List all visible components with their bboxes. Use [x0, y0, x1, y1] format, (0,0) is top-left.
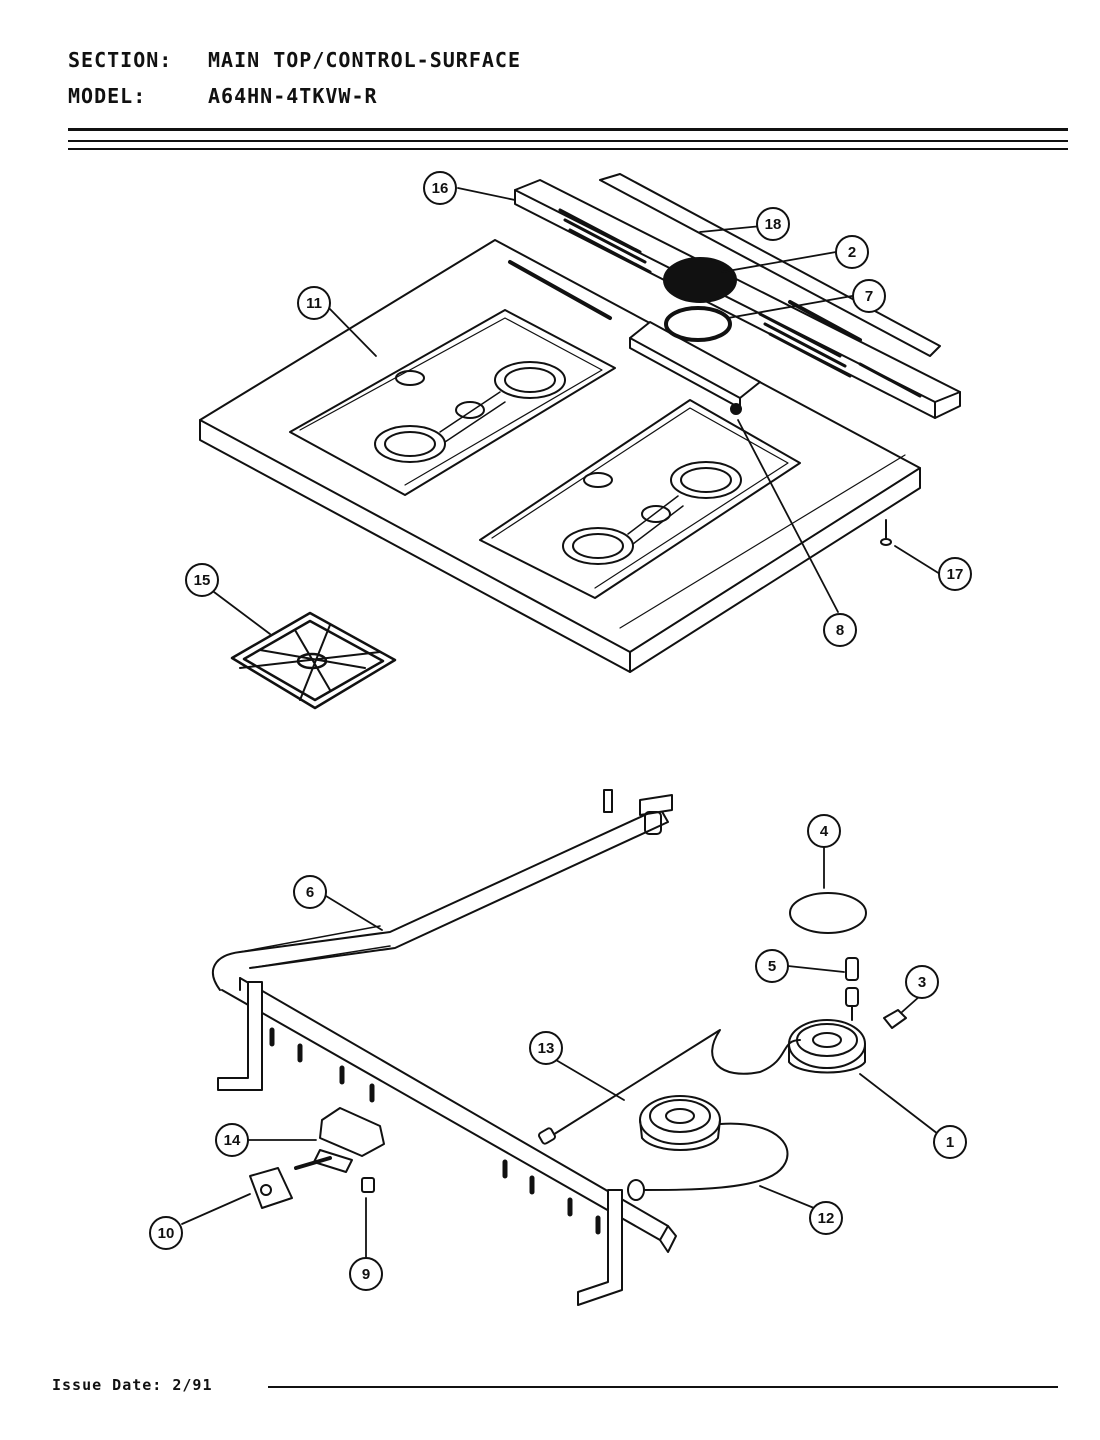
- model-label: MODEL:: [68, 84, 147, 108]
- callout-7: 7: [852, 279, 886, 313]
- burner-grate: [230, 611, 397, 710]
- footer-rule: [268, 1386, 1058, 1388]
- callout-5: 5: [755, 949, 789, 983]
- callout-10: 10: [149, 1216, 183, 1250]
- svg-text:15: 15: [194, 572, 211, 589]
- callout-18: 18: [756, 207, 790, 241]
- burner-12: [639, 1095, 721, 1151]
- tube-12: [639, 1122, 789, 1191]
- svg-text:12: 12: [818, 1210, 835, 1227]
- svg-text:18: 18: [765, 216, 782, 233]
- header-rule-mid: [68, 140, 1068, 142]
- svg-text:8: 8: [836, 622, 844, 639]
- screw-8-head: [730, 403, 742, 415]
- callout-9: 9: [349, 1257, 383, 1291]
- trim-strip: [599, 173, 941, 357]
- callout-16: 16: [423, 171, 457, 205]
- svg-text:17: 17: [947, 566, 964, 583]
- control-backguard: [514, 179, 961, 419]
- knob-2: [663, 257, 737, 303]
- gas-manifold: [211, 789, 677, 1306]
- callout-group: 16 18 2 7 11 8 17 15 4 6 5 3 13 1 14 12 …: [149, 171, 972, 1291]
- section-title: MAIN TOP/CONTROL-SURFACE: [208, 48, 521, 72]
- callout-3: 3: [905, 965, 939, 999]
- header-rule-top: [68, 128, 1068, 131]
- section-line: SECTION: MAIN TOP/CONTROL-SURFACE: [68, 48, 521, 72]
- burner-cap-4: [789, 892, 867, 934]
- callout-8: 8: [823, 613, 857, 647]
- callout-11: 11: [297, 286, 331, 320]
- svg-text:4: 4: [820, 823, 829, 840]
- section-label: SECTION:: [68, 48, 173, 72]
- issue-date: Issue Date: 2/91: [52, 1376, 213, 1394]
- callout-13: 13: [529, 1031, 563, 1065]
- valve-14: [294, 1107, 385, 1173]
- svg-text:10: 10: [158, 1225, 175, 1242]
- svg-text:2: 2: [848, 244, 856, 261]
- tube-13: [547, 1029, 801, 1139]
- svg-text:5: 5: [768, 958, 776, 975]
- callout-14: 14: [215, 1123, 249, 1157]
- main-top-panel: [199, 239, 921, 673]
- leader-lines: [181, 187, 941, 1259]
- svg-text:6: 6: [306, 884, 314, 901]
- svg-text:7: 7: [865, 288, 873, 305]
- callout-12: 12: [809, 1201, 843, 1235]
- clip-3: [883, 1009, 907, 1029]
- model-line: MODEL: A64HN-4TKVW-R: [68, 84, 378, 108]
- orifice-5: [845, 957, 859, 1021]
- nut-9: [361, 1177, 375, 1193]
- callout-17: 17: [938, 557, 972, 591]
- svg-text:1: 1: [946, 1134, 954, 1151]
- svg-text:14: 14: [224, 1132, 241, 1149]
- svg-text:16: 16: [432, 180, 449, 197]
- burner-1: [788, 1019, 866, 1074]
- bezel-10: [249, 1167, 293, 1209]
- callout-6: 6: [293, 875, 327, 909]
- svg-text:9: 9: [362, 1266, 370, 1283]
- callout-2: 2: [835, 235, 869, 269]
- header-rule-bottom: [68, 148, 1068, 150]
- callout-1: 1: [933, 1125, 967, 1159]
- ring-7: [664, 306, 732, 342]
- svg-text:13: 13: [538, 1040, 555, 1057]
- svg-text:11: 11: [306, 295, 322, 312]
- callout-4: 4: [807, 814, 841, 848]
- model-number: A64HN-4TKVW-R: [208, 84, 378, 108]
- svg-text:3: 3: [918, 974, 926, 991]
- callout-15: 15: [185, 563, 219, 597]
